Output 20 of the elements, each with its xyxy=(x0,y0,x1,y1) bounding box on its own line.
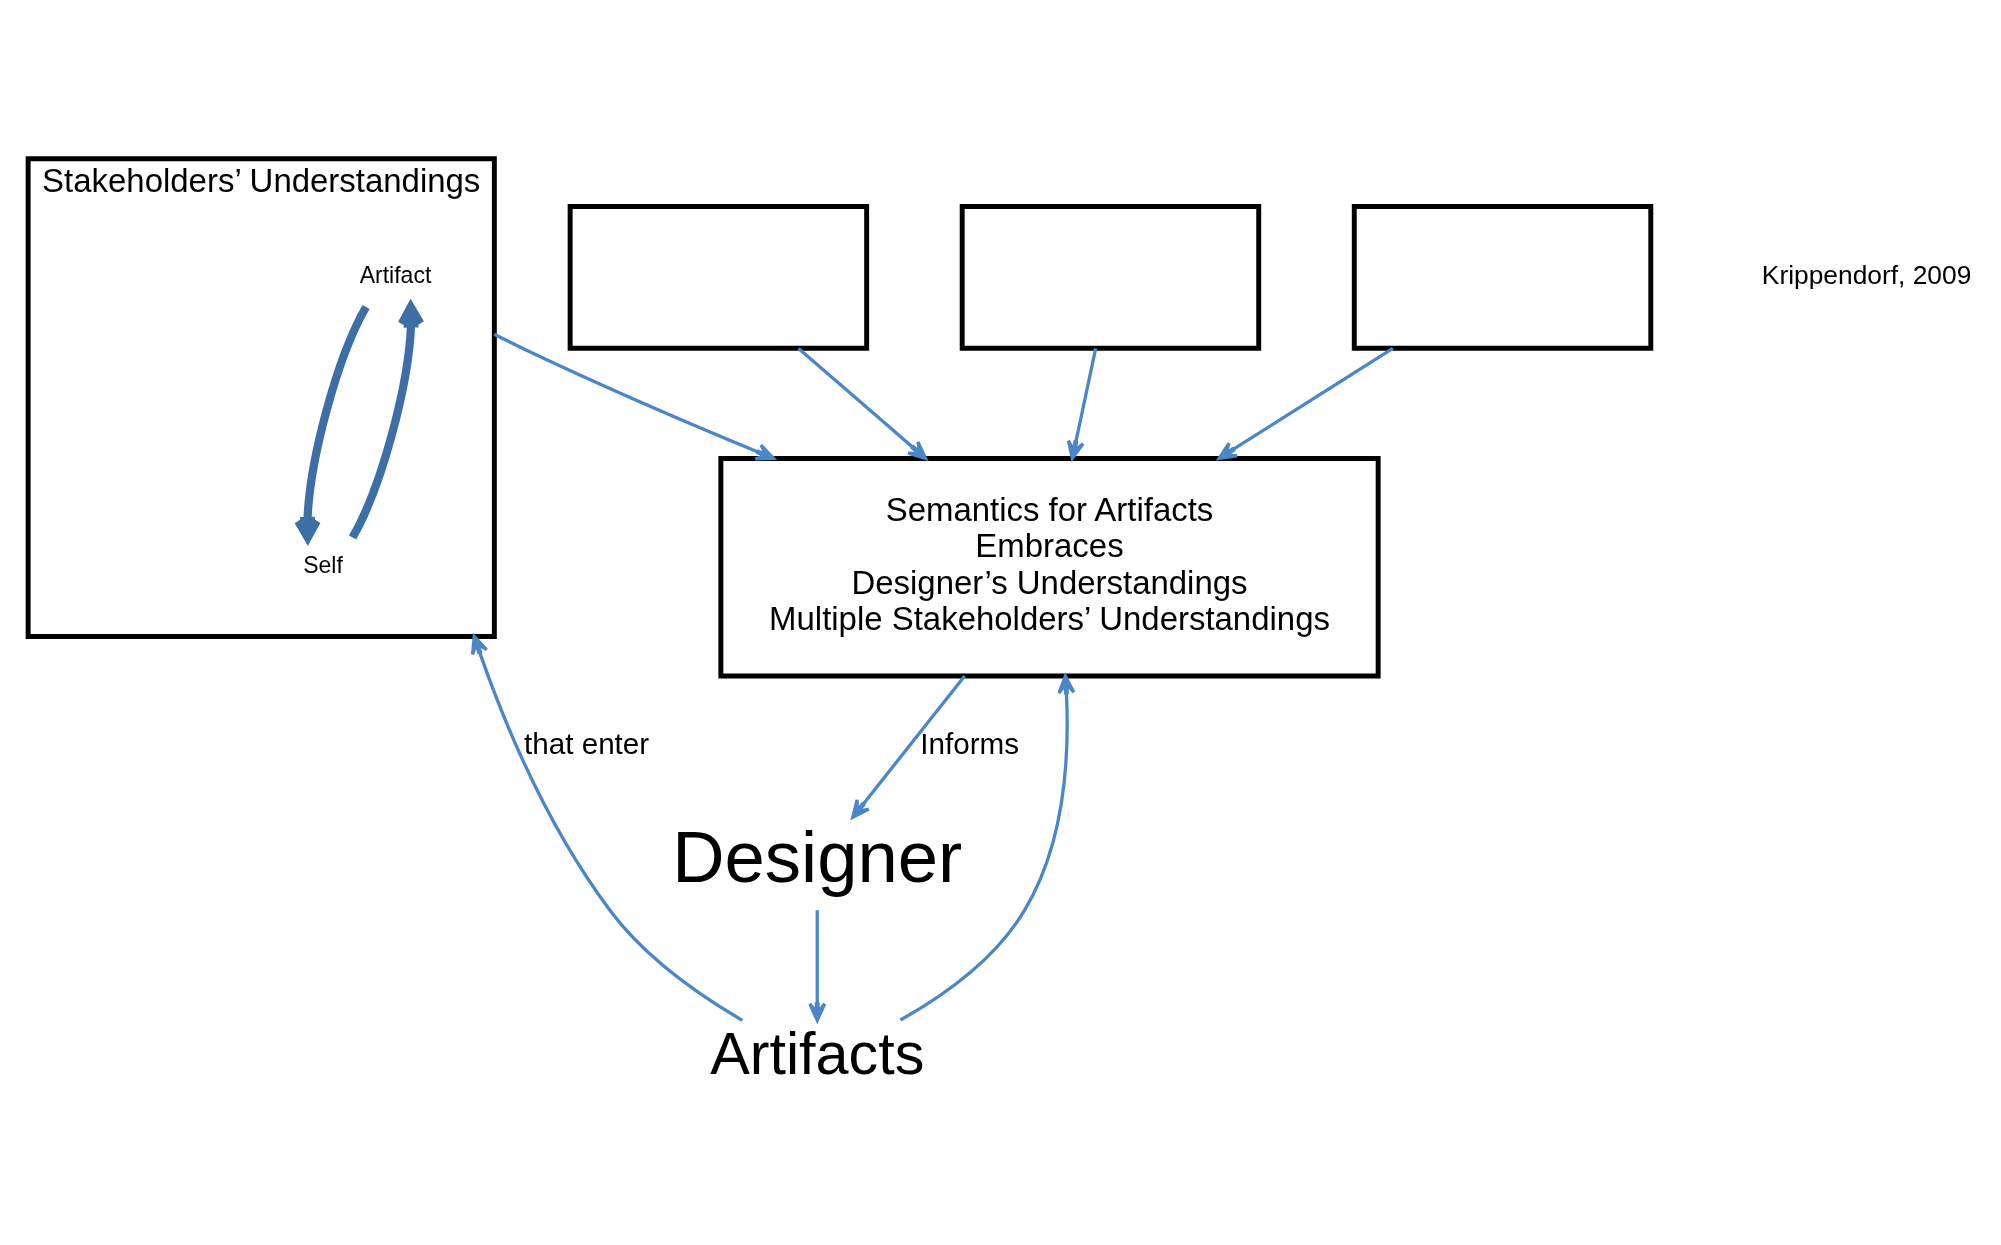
node-text: Designer xyxy=(672,816,963,898)
node-box xyxy=(567,204,870,351)
arrow xyxy=(899,674,1076,1022)
node-box xyxy=(959,204,1262,351)
arrow xyxy=(1217,347,1394,460)
node-text: Artifacts xyxy=(710,1020,925,1088)
arrow xyxy=(493,332,776,461)
node-text: Self xyxy=(303,552,343,579)
node-box: Semantics for Artifacts Embraces Designer’s Understandings Multiple Stakeholders’ Understandings xyxy=(718,456,1381,679)
node-box xyxy=(1351,204,1654,351)
arrow xyxy=(1066,348,1098,460)
arrow xyxy=(470,634,744,1022)
arrow xyxy=(808,910,827,1022)
edge-label: Informs xyxy=(920,727,1020,761)
edge-label: that enter xyxy=(523,727,650,761)
node-text: Artifact xyxy=(359,262,432,289)
arrow xyxy=(294,305,370,543)
label: Krippendorf, 2009 xyxy=(1761,259,1972,290)
arrow xyxy=(797,347,928,460)
arrow xyxy=(851,675,966,820)
